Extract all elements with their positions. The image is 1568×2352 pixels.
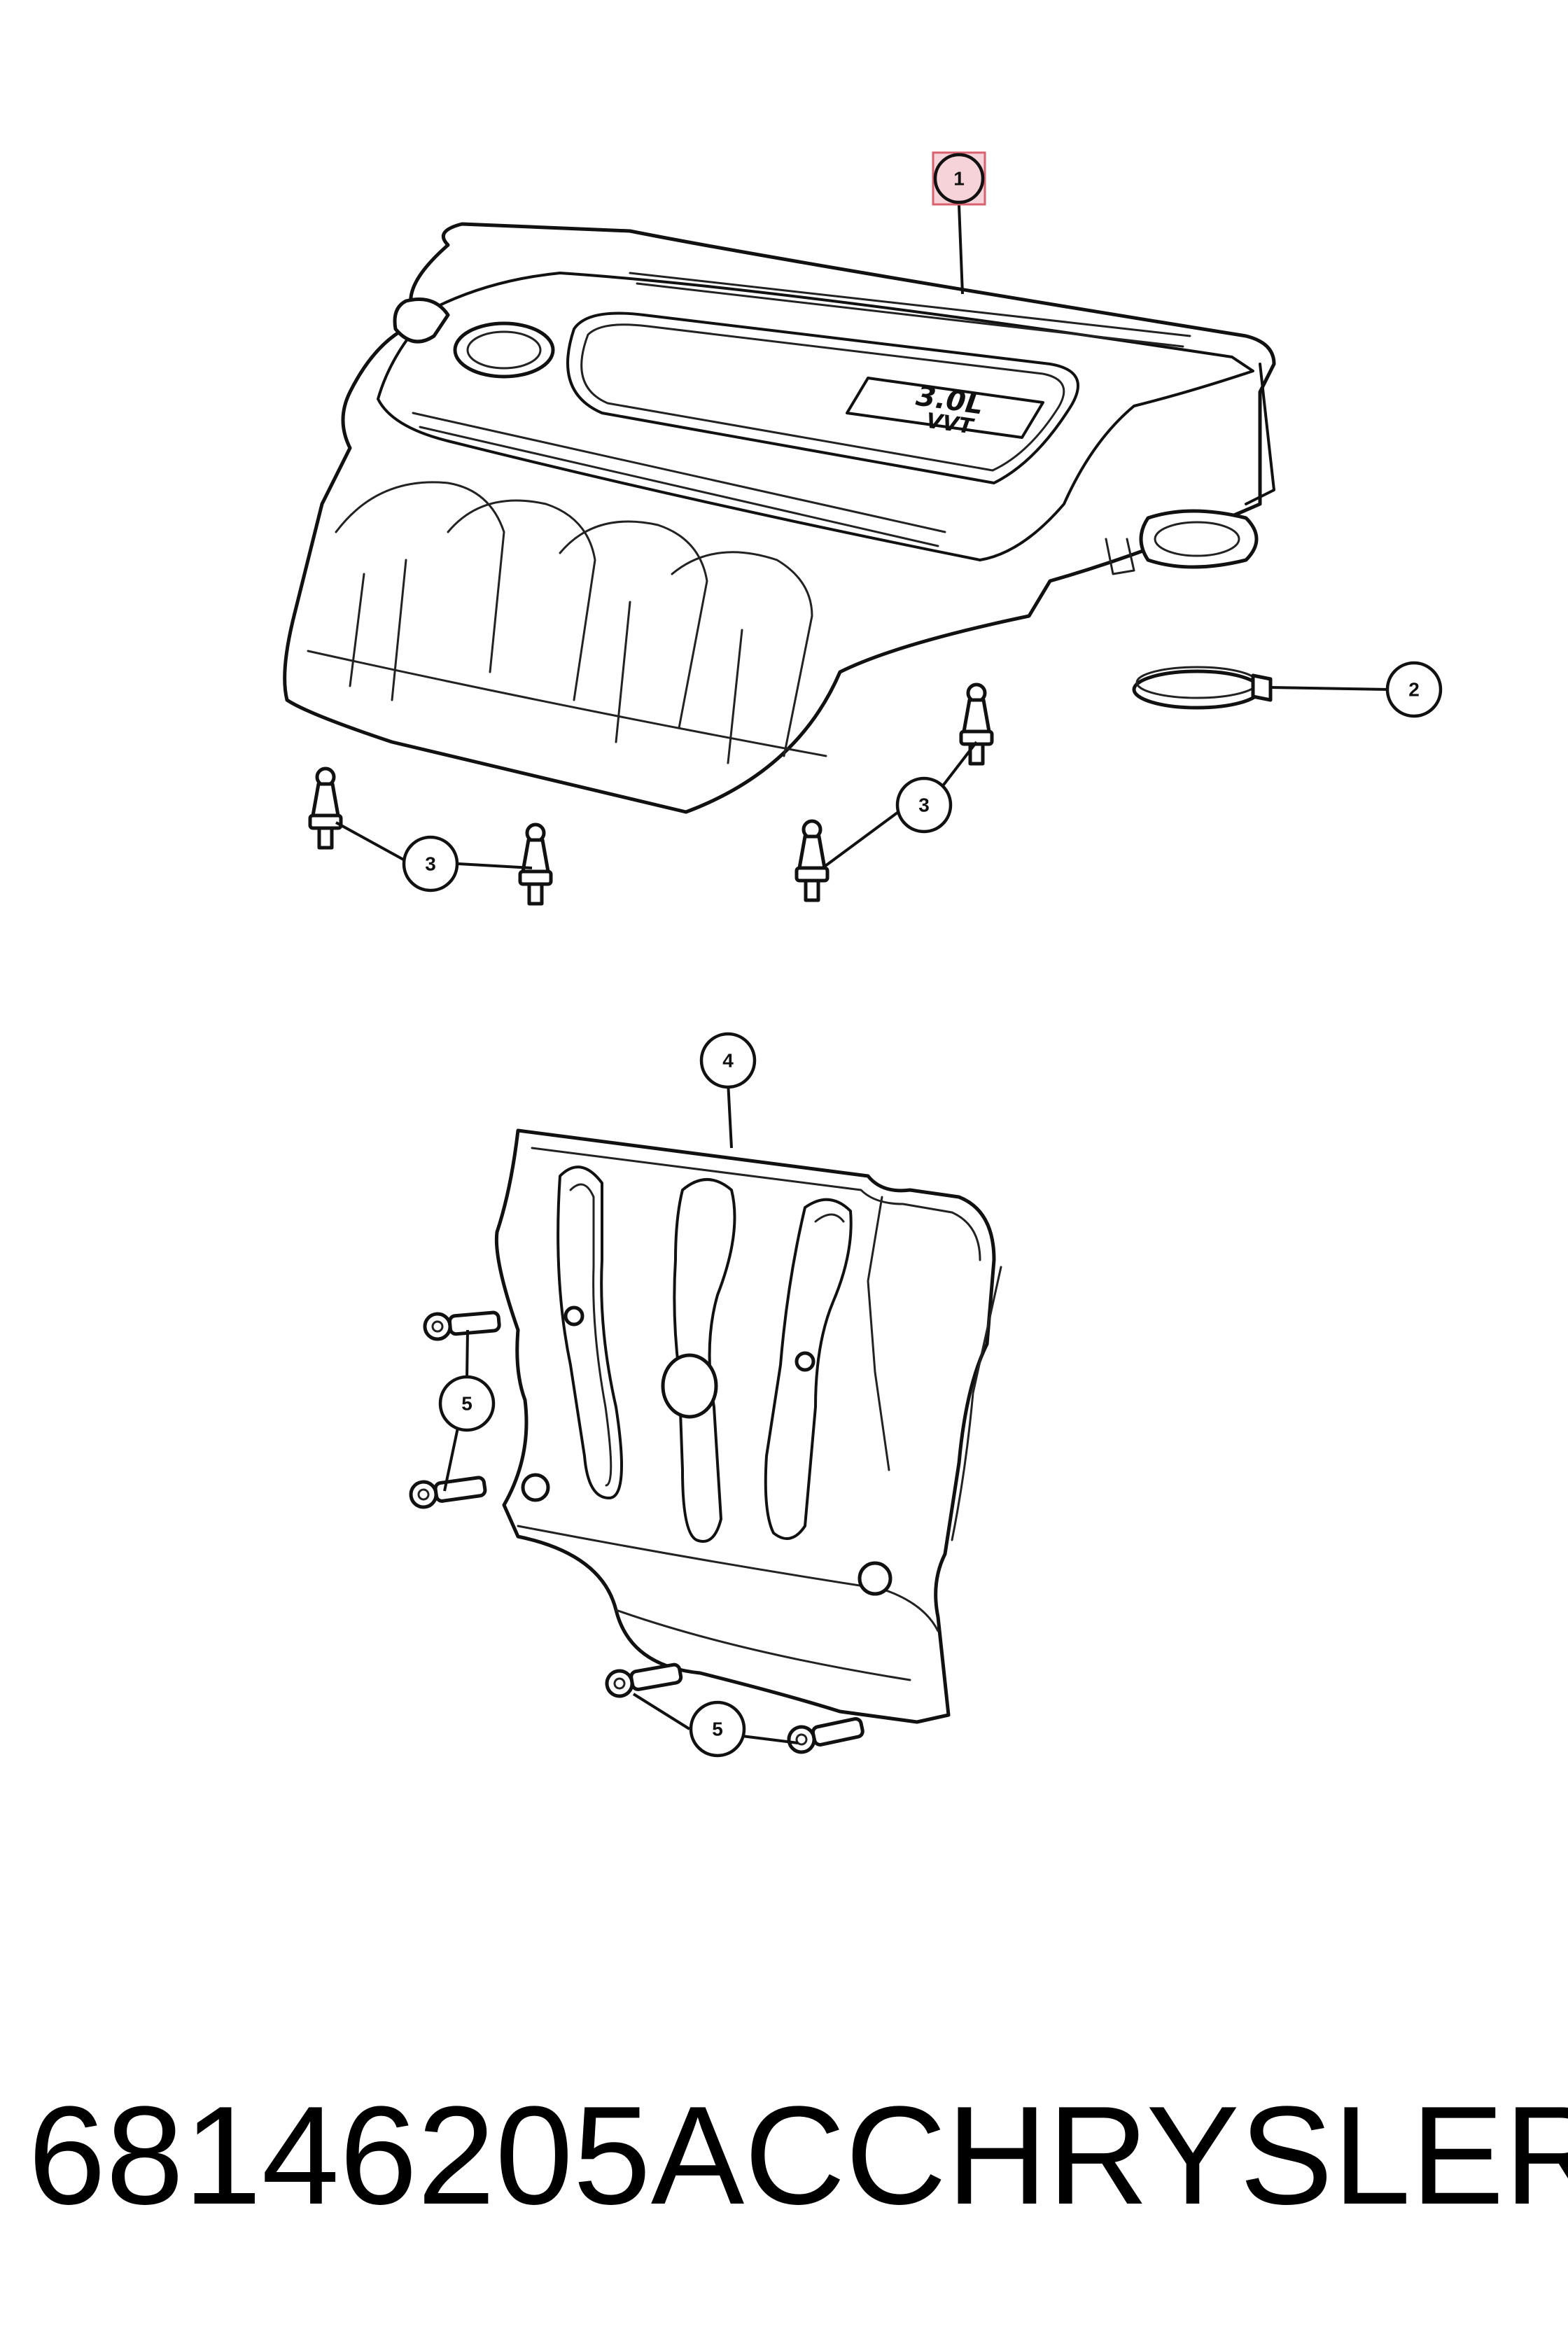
bolt bbox=[787, 1716, 864, 1754]
callout-label: 2 bbox=[1408, 679, 1420, 701]
callout-4: 4 bbox=[699, 1032, 757, 1089]
intake-runner-ribs bbox=[307, 481, 827, 764]
heat-shield bbox=[494, 1128, 1002, 1724]
push-pin bbox=[518, 822, 553, 906]
push-pin bbox=[308, 766, 343, 850]
bolt-fasteners bbox=[409, 1310, 864, 1754]
callout-label: 5 bbox=[712, 1718, 723, 1740]
callout-label: 3 bbox=[425, 853, 436, 875]
bolt bbox=[423, 1310, 501, 1341]
caption: 68146205AC CHRYSLER bbox=[28, 2072, 1568, 2240]
callout-label: 1 bbox=[953, 168, 965, 190]
callout-label: 4 bbox=[722, 1050, 734, 1072]
push-pin bbox=[794, 819, 830, 902]
bolt bbox=[605, 1662, 683, 1698]
brand-name: CHRYSLER bbox=[845, 2078, 1568, 2234]
callout-label: 5 bbox=[461, 1393, 472, 1415]
engine-cover: 3.0L VVT bbox=[283, 222, 1276, 814]
hose-clamp bbox=[1132, 666, 1273, 710]
push-pin bbox=[959, 682, 994, 766]
callout-5b: 5 bbox=[689, 1700, 746, 1758]
callout-5a: 5 bbox=[438, 1375, 496, 1432]
callout-3b: 3 bbox=[895, 776, 953, 834]
bolt bbox=[409, 1476, 487, 1509]
callout-3a: 3 bbox=[402, 835, 459, 892]
callout-1: 1 bbox=[932, 151, 986, 206]
callout-2: 2 bbox=[1385, 661, 1443, 718]
leader-lines bbox=[335, 204, 1390, 1744]
callout-label: 3 bbox=[918, 794, 930, 816]
part-number: 68146205AC bbox=[28, 2078, 846, 2234]
